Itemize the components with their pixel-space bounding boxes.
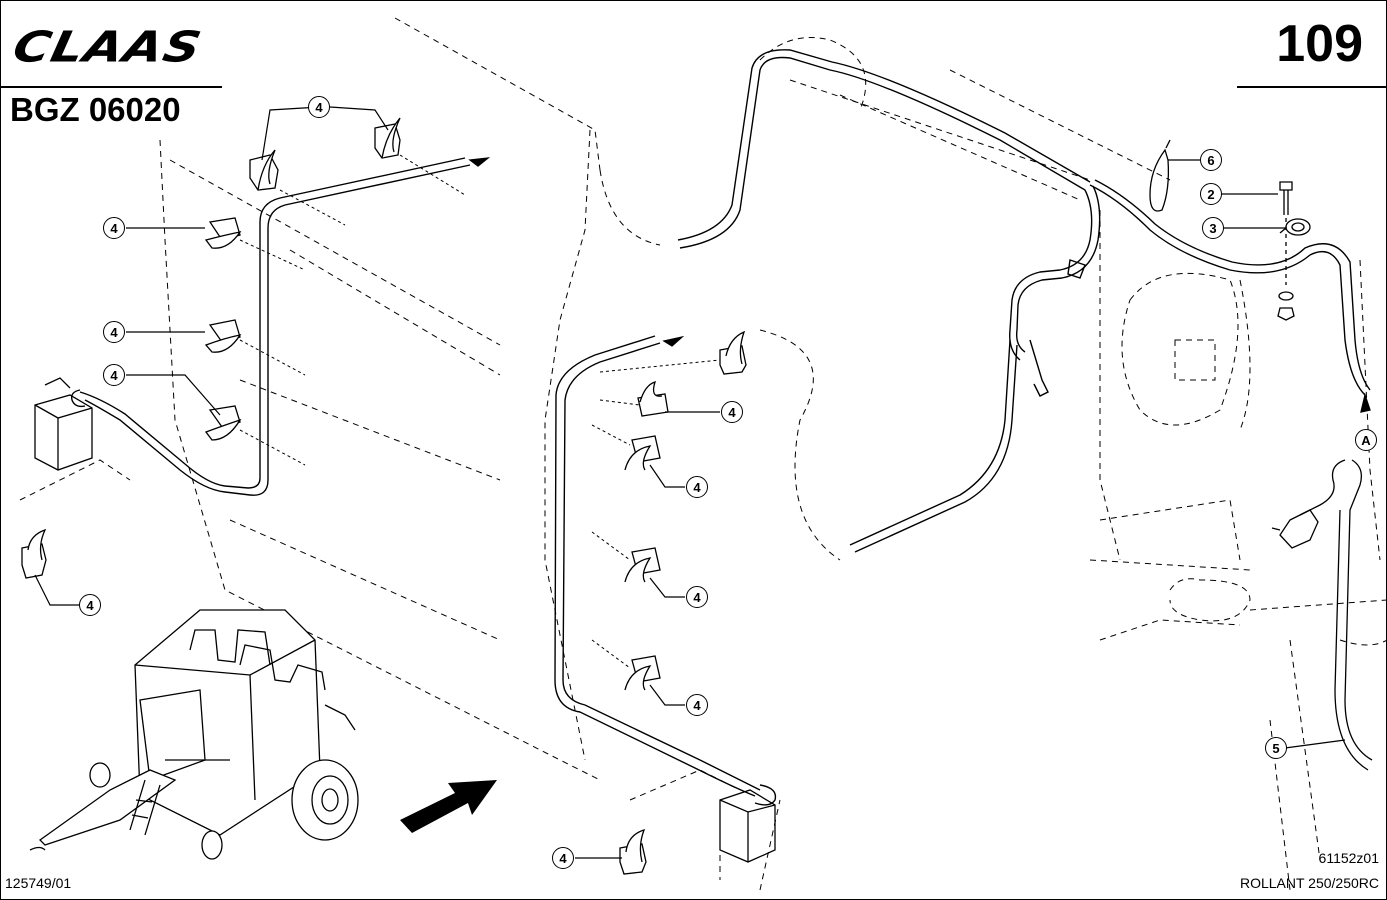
upper-cable: [677, 49, 1371, 553]
callout-5[interactable]: 5: [1265, 737, 1287, 759]
doc-number: 125749/01: [5, 875, 72, 891]
machine-outline-dashed: [19, 17, 1387, 891]
callout-4[interactable]: 4: [686, 476, 708, 498]
centre-cable-arrow: [662, 335, 685, 347]
clip-icon: [619, 828, 647, 875]
claas-logo: CLAAS: [8, 22, 207, 72]
nut-washer: [1277, 291, 1295, 321]
left-connector-block: [34, 377, 93, 471]
header-rule-left: [0, 86, 222, 88]
clip-icon: [249, 149, 279, 191]
model-name: ROLLANT 250/250RC: [1239, 875, 1379, 891]
left-cable-arrow: [468, 157, 491, 167]
header-rule-right: [1237, 86, 1387, 88]
clip-icon: [204, 319, 242, 353]
clip-icon: [204, 405, 242, 441]
callout-4[interactable]: 4: [686, 586, 708, 608]
centre-connector-block: [719, 789, 776, 863]
callout-4[interactable]: 4: [721, 401, 743, 423]
callout-4[interactable]: 4: [79, 594, 101, 616]
clip-icon: [624, 435, 661, 471]
callout-4[interactable]: 4: [103, 321, 125, 343]
callout-3[interactable]: 3: [1202, 217, 1224, 239]
callout-4[interactable]: 4: [552, 847, 574, 869]
cable-tie-6: [1149, 139, 1171, 212]
upper-cable-arrow: [1360, 392, 1371, 413]
clip-icon: [374, 117, 401, 159]
clip-icon: [624, 547, 661, 583]
callout-4[interactable]: 4: [103, 217, 125, 239]
direction-arrow: [400, 780, 497, 833]
callout-4[interactable]: 4: [103, 364, 125, 386]
clip-icon: [21, 528, 47, 579]
clip-icon: [719, 330, 747, 375]
baler-thumbnail: [29, 609, 359, 860]
callout-a[interactable]: A: [1355, 429, 1377, 451]
callout-2[interactable]: 2: [1200, 183, 1222, 205]
callout-4[interactable]: 4: [686, 694, 708, 716]
harness-part-5: [1271, 459, 1373, 771]
clamp-3: [1279, 218, 1311, 236]
callout-4[interactable]: 4: [308, 96, 330, 118]
centre-cable: [554, 335, 777, 806]
clip-icon: [204, 217, 242, 249]
left-cable: [70, 157, 471, 496]
callout-6[interactable]: 6: [1200, 149, 1222, 171]
drawing-number: 61152z01: [1318, 850, 1379, 866]
clip-icon: [624, 655, 661, 691]
page-number: 109: [1276, 15, 1363, 73]
clip-icon: [637, 381, 669, 417]
group-code: BGZ 06020: [10, 91, 181, 128]
